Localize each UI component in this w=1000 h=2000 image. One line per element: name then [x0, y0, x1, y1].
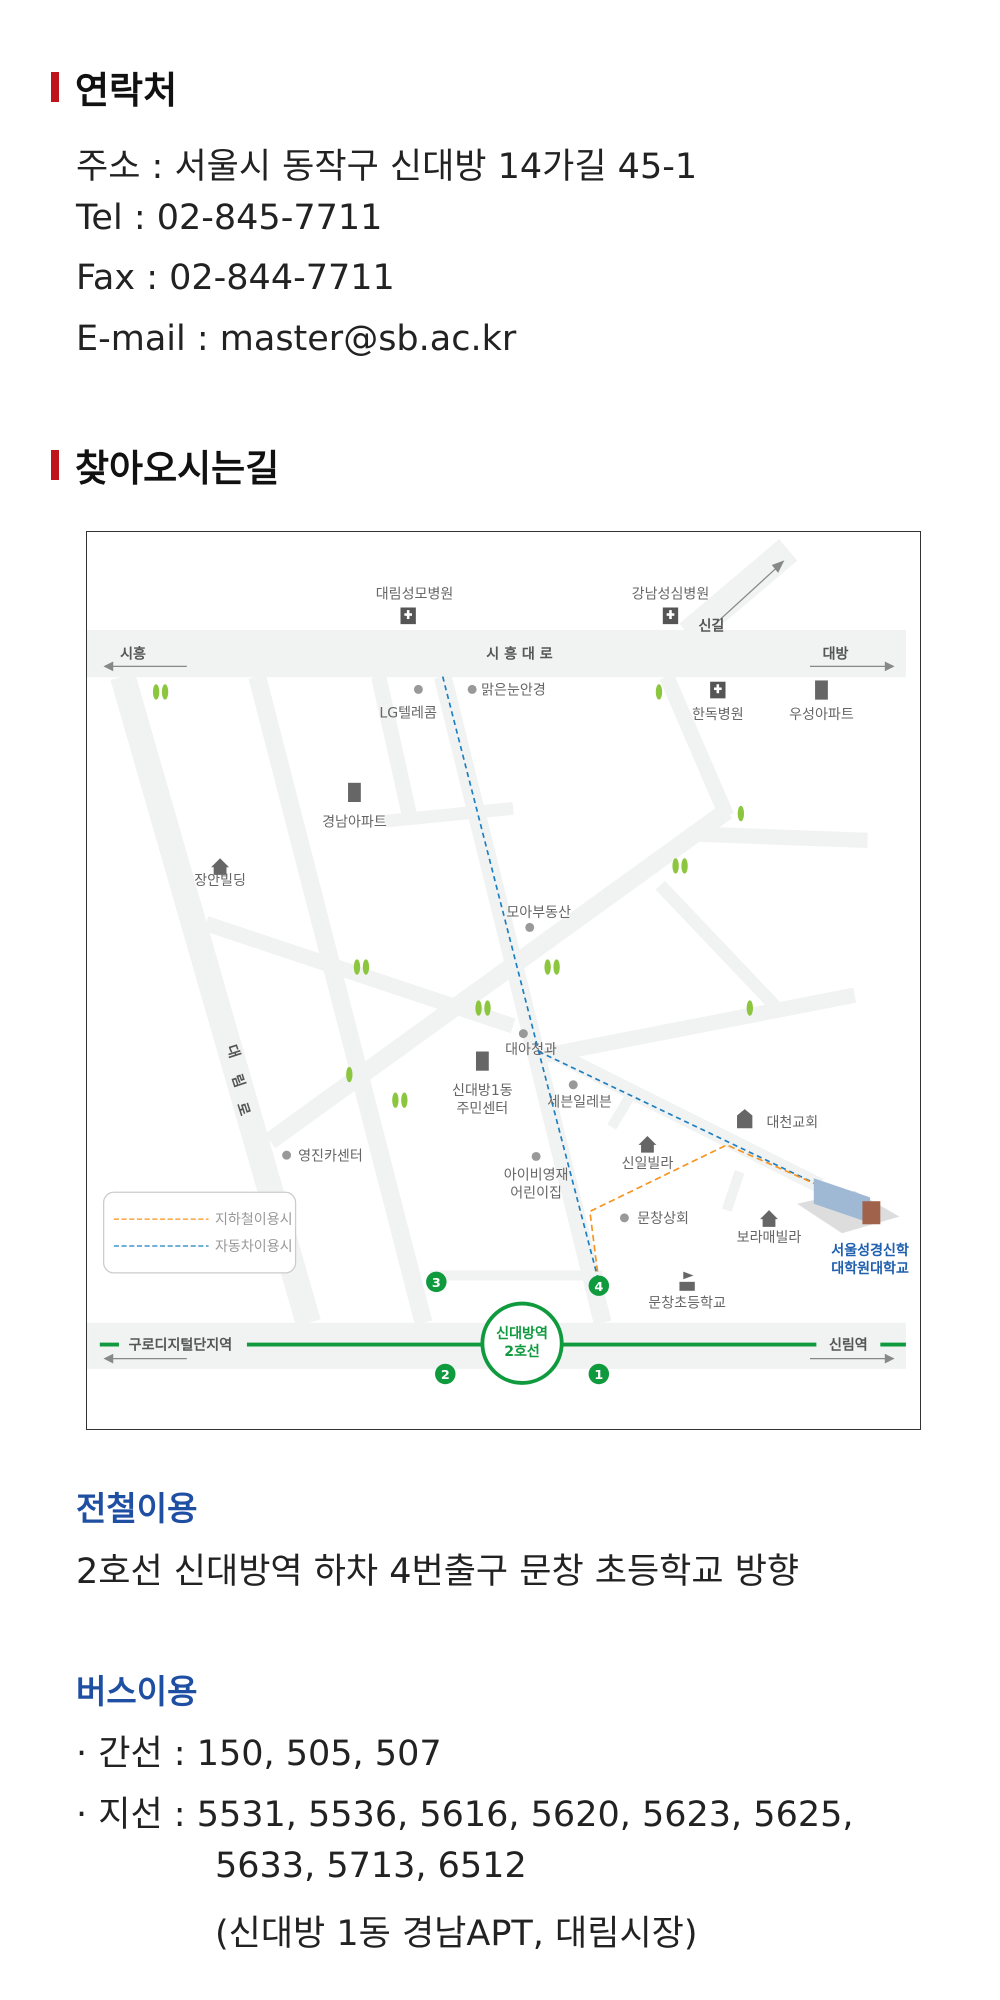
label-guro-digital-station: 구로디지털단지역 [129, 1337, 233, 1354]
label-university-1: 서울성경신학 [831, 1242, 909, 1259]
legend-subway: 지하철이용시 [215, 1212, 293, 1228]
label-car-center: 영진카센터 [298, 1148, 363, 1164]
sindaebang-station-marker: 신대방역 2호선 [480, 1301, 564, 1385]
house-icon [638, 1135, 657, 1153]
label-sinil-villa: 신일빌라 [622, 1156, 674, 1172]
road-daerim-3: 로 [233, 1101, 252, 1118]
exit-markers: 1 2 3 4 [426, 1271, 610, 1385]
building-icons [211, 680, 828, 1291]
email-text: E-mail : master@sb.ac.kr [76, 319, 517, 359]
bus-branch-lines-1: · 지선 : 5531, 5536, 5616, 5620, 5623, 562… [76, 1795, 854, 1835]
label-wooseong-apt: 우성아파트 [789, 707, 854, 723]
label-daea: 대아청과 [505, 1042, 557, 1058]
label-daerim-hospital: 대림성모병원 [376, 587, 454, 603]
label-munchang-store: 문창상회 [637, 1211, 689, 1227]
hospital-icons [400, 607, 726, 699]
map-svg: 시흥 시 흥 대 로 대방 신길 대 림 로 [87, 539, 909, 1385]
legend-car: 자동차이용시 [215, 1239, 293, 1255]
flag-icon [683, 1271, 694, 1280]
heading-bar [51, 450, 59, 480]
label-community-center-2: 주민센터 [457, 1101, 509, 1117]
label-handok-hospital: 한독병원 [692, 707, 744, 723]
label-jangan-building: 장안빌딩 [194, 873, 246, 889]
subway-text: 2호선 신대방역 하차 4번출구 문창 초등학교 방향 [76, 1552, 800, 1592]
exit-4: 4 [594, 1280, 603, 1295]
school-icon [679, 1281, 695, 1291]
bus-trunk-lines: · 간선 : 150, 505, 507 [76, 1734, 442, 1774]
label-lg-telecom: LG텔레콤 [379, 706, 437, 722]
dir-siheung: 시흥 [120, 646, 146, 663]
label-boramae-villa: 보라매빌라 [737, 1230, 802, 1246]
exit-2: 2 [441, 1368, 450, 1383]
direction-arrows [103, 560, 895, 1364]
dir-daebang: 대방 [823, 646, 849, 663]
house-icon [211, 858, 230, 875]
university-building-icon [797, 1178, 900, 1234]
label-gyeongnam-apt: 경남아파트 [322, 814, 387, 830]
bus-branch-stop: (신대방 1동 경남APT, 대림시장) [215, 1914, 698, 1954]
route-subway [588, 1144, 815, 1282]
apartment-icon [348, 782, 361, 802]
label-community-center-1: 신대방1동 [452, 1083, 513, 1099]
map-legend: 지하철이용시 자동차이용시 [102, 1191, 297, 1274]
road-daerim-1: 대 [223, 1043, 242, 1060]
subway-heading: 전철이용 [76, 1489, 198, 1528]
label-kindergarten-1: 아이비영재 [504, 1167, 569, 1183]
label-school: 문창초등학교 [648, 1295, 726, 1311]
trees [152, 684, 754, 1108]
church-icon [737, 1109, 753, 1129]
poi-dots [282, 684, 629, 1223]
bus-heading: 버스이용 [76, 1672, 198, 1711]
apartment-icon [815, 680, 828, 700]
label-moa-realty: 모아부동산 [506, 905, 571, 921]
fax-text: Fax : 02-844-7711 [76, 258, 395, 298]
road-daerim-2: 림 [228, 1072, 247, 1089]
address-text: 주소 : 서울시 동작구 신대방 14가길 45-1 [76, 147, 698, 187]
station-line: 2호선 [504, 1344, 540, 1360]
exit-1: 1 [594, 1368, 603, 1383]
label-kindergarten-2: 어린이집 [510, 1185, 562, 1201]
label-sillim-station: 신림역 [829, 1337, 868, 1354]
label-optician: 맑은눈안경 [481, 683, 546, 699]
label-seven-eleven: 세븐일레븐 [547, 1095, 612, 1111]
exit-3: 3 [432, 1276, 441, 1291]
contact-title: 연락처 [75, 69, 178, 112]
tel-text: Tel : 02-845-7711 [76, 198, 383, 238]
route-car [441, 676, 821, 1283]
contact-heading: 연락처 [51, 60, 177, 114]
label-university-2: 대학원대학교 [831, 1261, 909, 1277]
location-map: 시흥 시 흥 대 로 대방 신길 대 림 로 [86, 531, 921, 1430]
office-building-icon [475, 1051, 489, 1071]
heading-bar [51, 72, 59, 102]
directions-title: 찾아오시는길 [75, 447, 280, 490]
dir-singil: 신길 [698, 619, 724, 635]
label-gangnam-hospital: 강남성심병원 [632, 587, 710, 603]
label-church: 대천교회 [766, 1115, 818, 1131]
road-siheung-daero: 시 흥 대 로 [486, 646, 552, 663]
station-name: 신대방역 [496, 1325, 548, 1342]
house-icon [760, 1210, 778, 1227]
directions-heading: 찾아오시는길 [51, 438, 279, 492]
bus-branch-lines-2: 5633, 5713, 6512 [215, 1846, 527, 1886]
